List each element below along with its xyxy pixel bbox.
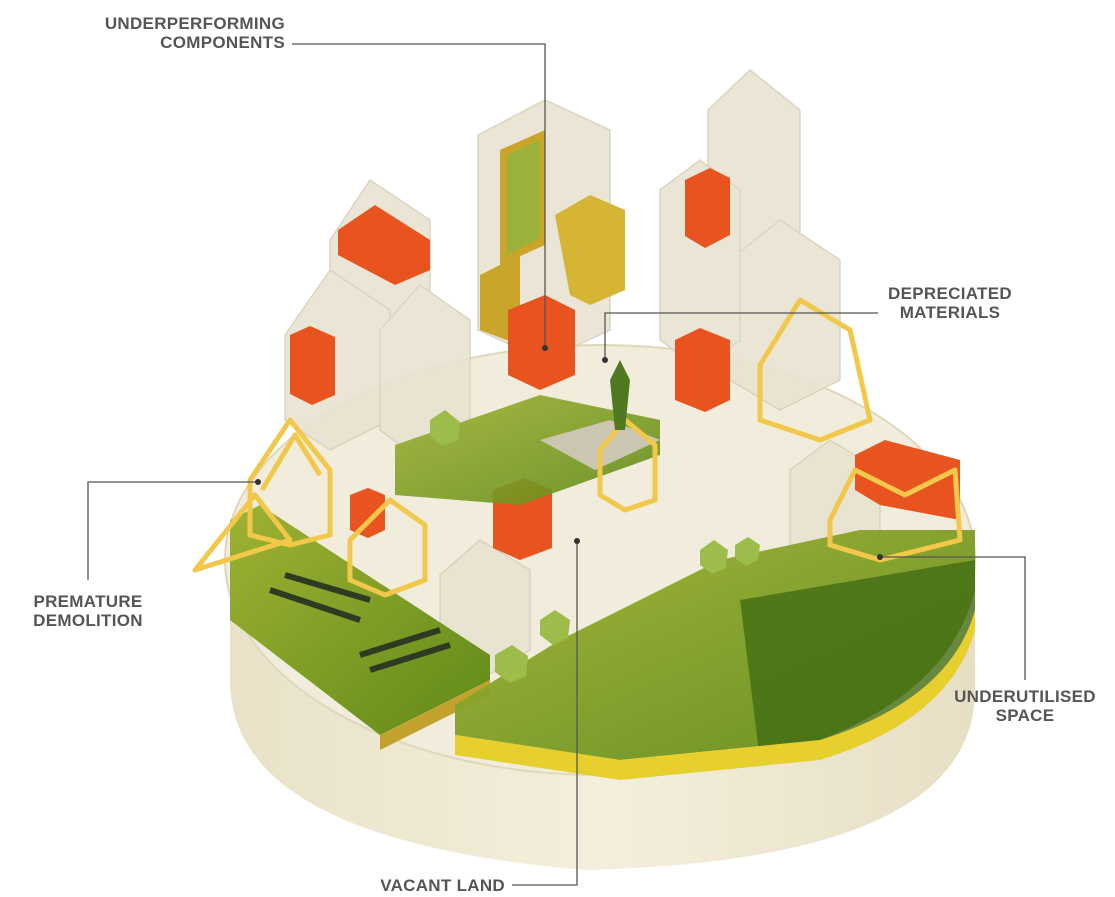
- red-boxes: [290, 168, 960, 560]
- label-depreciated-materials: DEPRECIATED MATERIALS: [870, 284, 1030, 322]
- leader-lines: [87, 43, 1026, 886]
- leader-underutilised: [880, 556, 1026, 680]
- label-underutilised-space: UNDERUTILISED SPACE: [940, 687, 1110, 725]
- label-line: DEPRECIATED: [888, 284, 1012, 303]
- label-line: SPACE: [995, 706, 1055, 725]
- leader-premature: [87, 481, 258, 580]
- trees: [430, 360, 760, 683]
- left-garden-plot: [230, 505, 490, 750]
- front-green-plot: [455, 530, 975, 780]
- leader-dots: [255, 345, 883, 560]
- label-line: COMPONENTS: [160, 33, 285, 52]
- label-underperforming-components: UNDERPERFORMING COMPONENTS: [60, 14, 285, 52]
- label-line: UNDERPERFORMING: [104, 14, 285, 33]
- leader-vacant: [512, 541, 578, 886]
- label-line: VACANT LAND: [380, 876, 505, 895]
- label-line: UNDERUTILISED: [954, 687, 1096, 706]
- central-green-plot: [395, 395, 660, 505]
- label-premature-demolition: PREMATURE DEMOLITION: [18, 592, 158, 630]
- label-line: DEMOLITION: [33, 611, 143, 630]
- yellow-frame-tower: [480, 130, 625, 345]
- leader-depreciated: [604, 312, 878, 360]
- label-line: PREMATURE: [33, 592, 143, 611]
- label-vacant-land: VACANT LAND: [300, 876, 505, 895]
- leader-underperforming: [292, 43, 546, 348]
- label-line: MATERIALS: [899, 303, 1001, 322]
